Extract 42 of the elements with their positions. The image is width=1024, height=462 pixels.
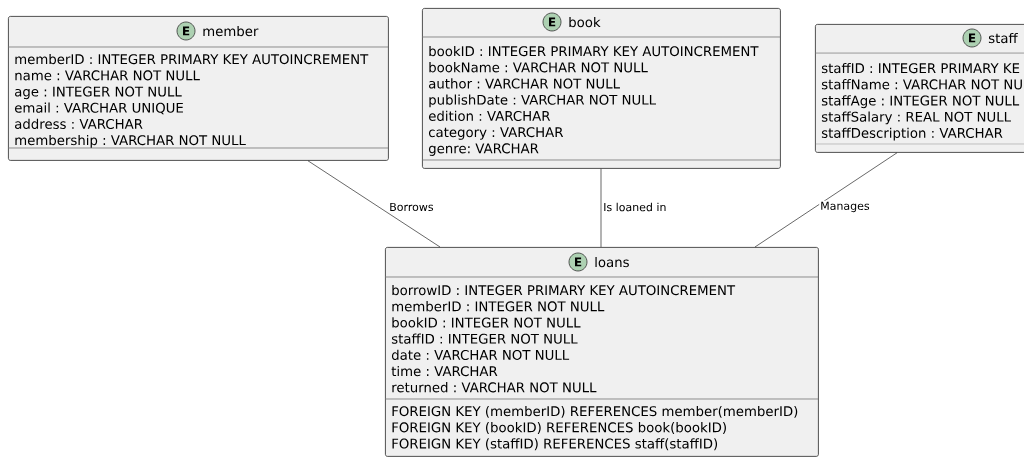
constraint-text: FOREIGN KEY (bookID) REFERENCES book(bookID) xyxy=(392,422,726,434)
connector-line xyxy=(600,168,602,248)
entity-box xyxy=(384,247,819,457)
entity-box xyxy=(421,8,781,169)
attribute-text: age : INTEGER NOT NULL xyxy=(15,86,182,100)
attribute-text: edition : VARCHAR xyxy=(428,110,551,121)
connector-line xyxy=(754,152,898,248)
attribute-text: membership : VARCHAR NOT NULL xyxy=(15,134,246,148)
attribute-text: staffSalary : REAL NOT NULL xyxy=(821,111,1011,125)
entity-name: staff xyxy=(988,32,1018,44)
attribute-text: staffAge : INTEGER NOT NULL xyxy=(821,95,1020,109)
constraint-text: FOREIGN KEY (staffID) REFERENCES staff(staffID) xyxy=(392,438,718,451)
attribute-text: publishDate : VARCHAR NOT NULL xyxy=(429,94,656,108)
constraint-text: FOREIGN KEY (memberID) REFERENCES member(memberID) xyxy=(392,405,798,418)
edge-label: Borrows xyxy=(388,201,435,213)
attribute-text: bookID : INTEGER PRIMARY KEY AUTOINCREMENT xyxy=(429,45,759,57)
entity-name: loans xyxy=(595,256,629,268)
attribute-text: borrowID : INTEGER PRIMARY KEY AUTOINCREMENT xyxy=(392,284,736,296)
entity-name: member xyxy=(203,25,259,37)
attribute-text: memberID : INTEGER NOT NULL xyxy=(392,301,605,312)
entity-box xyxy=(814,24,1024,153)
attribute-text: memberID : INTEGER PRIMARY KEY AUTOINCREMENT xyxy=(15,53,369,65)
attribute-text: name : VARCHAR NOT NULL xyxy=(15,70,200,81)
attribute-text: email : VARCHAR UNIQUE xyxy=(14,102,183,115)
attribute-text: date : VARCHAR NOT NULL xyxy=(391,349,570,360)
attribute-text: time : VARCHAR xyxy=(391,365,498,377)
attribute-text: genre: VARCHAR xyxy=(428,143,539,156)
edge-label: Is loaned in xyxy=(602,201,668,213)
entity-box xyxy=(7,16,389,161)
attribute-text: author : VARCHAR NOT NULL xyxy=(429,78,620,89)
connector-line xyxy=(307,160,441,248)
attribute-text: staffDescription : VARCHAR xyxy=(821,127,1003,141)
entity-name: book xyxy=(569,16,601,28)
attribute-text: bookID : INTEGER NOT NULL xyxy=(392,317,581,328)
attribute-text: category : VARCHAR xyxy=(428,127,564,140)
attribute-text: staffID : INTEGER PRIMARY KE xyxy=(821,62,1020,74)
edge-label: Manages xyxy=(819,200,871,214)
attribute-text: address : VARCHAR xyxy=(15,118,143,129)
attribute-text: returned : VARCHAR NOT NULL xyxy=(392,382,597,393)
attribute-text: bookName : VARCHAR NOT NULL xyxy=(429,62,648,73)
attribute-text: staffID : INTEGER NOT NULL xyxy=(391,333,578,344)
attribute-text: staffName : VARCHAR NOT NU xyxy=(821,79,1022,90)
